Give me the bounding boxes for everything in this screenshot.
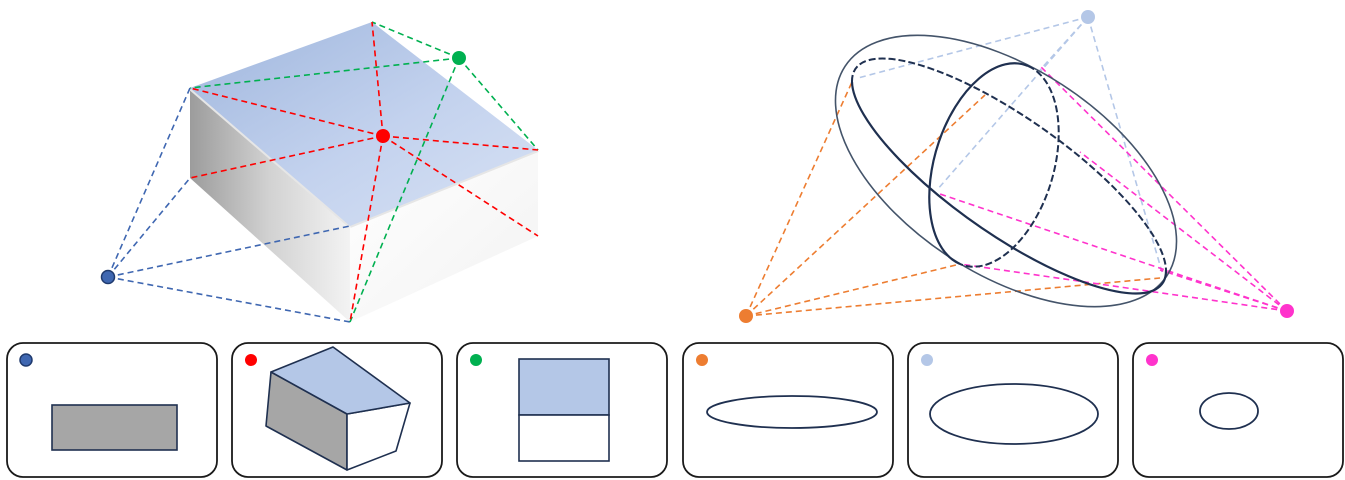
box-front-side [350, 150, 538, 322]
view-marker-red [245, 354, 257, 366]
view-marker-light-blue [921, 354, 933, 366]
cross-section-front [850, 81, 1168, 295]
box-top-face [190, 22, 538, 226]
view-panel-red [231, 342, 443, 478]
view-panel-blue [6, 342, 218, 478]
box-left-side [190, 88, 350, 322]
rectangle-view [51, 404, 178, 451]
green-view-rays [189, 21, 539, 323]
vertical-section-front [928, 62, 1029, 266]
view-marker-green [470, 354, 482, 366]
front-view-face [518, 414, 610, 462]
small-ellipse-view [1199, 392, 1259, 430]
light-blue-view-rays [857, 16, 1163, 273]
ellipsoid-scene [739, 10, 1294, 323]
green-viewpoint-dot [452, 51, 466, 65]
blue-viewpoint-dot [100, 269, 116, 285]
view-panel-green [456, 342, 668, 478]
magenta-viewpoint-dot [1280, 304, 1294, 318]
blue-view-rays [107, 87, 351, 323]
flat-ellipse-view [706, 395, 878, 429]
magenta-view-rays [939, 65, 1288, 312]
view-panel-light-blue [907, 342, 1119, 478]
red-view-rays [189, 21, 539, 323]
top-view-face [518, 358, 610, 416]
view-panel-orange [682, 342, 894, 478]
light-blue-viewpoint-dot [1081, 10, 1095, 24]
view-panel-magenta [1132, 342, 1344, 478]
orange-viewpoint-dot [739, 309, 753, 323]
medium-ellipse-view [929, 383, 1099, 445]
ellipsoid-outline [834, 34, 1178, 308]
orange-view-rays [745, 81, 1161, 317]
view-marker-orange [696, 354, 708, 366]
vertical-section-back [959, 65, 1060, 268]
view-panels [6, 342, 1344, 478]
red-viewpoint-dot [376, 129, 390, 143]
view-marker-blue [19, 353, 33, 367]
cross-section-back [850, 57, 1167, 271]
isometric-box-top [270, 346, 411, 415]
box-scene [100, 21, 539, 323]
view-marker-magenta [1146, 354, 1158, 366]
